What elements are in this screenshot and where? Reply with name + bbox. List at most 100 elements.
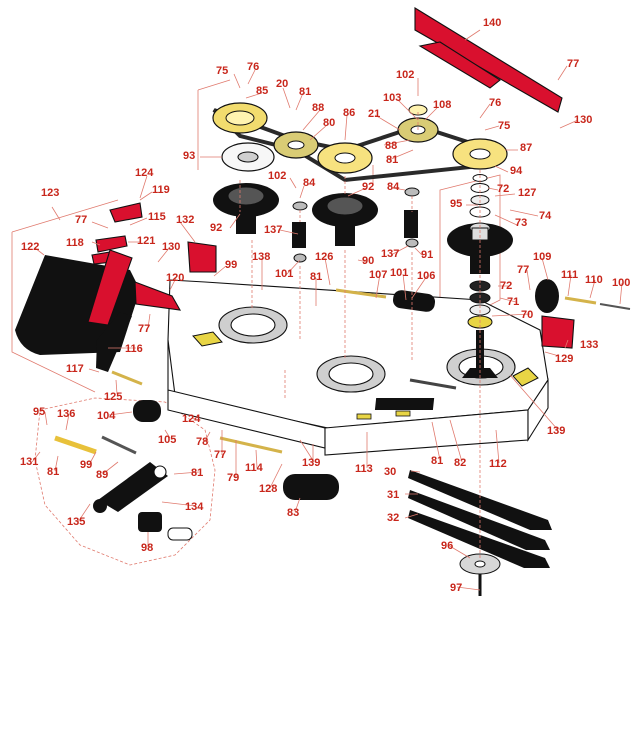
rollers <box>133 279 559 500</box>
mower-blades <box>408 470 552 568</box>
callout-label: 107 <box>369 269 387 281</box>
callout-label: 102 <box>268 170 286 182</box>
callout-label: 134 <box>185 501 204 513</box>
deck-top-bracket <box>414 7 563 113</box>
callout-label: 87 <box>520 142 532 154</box>
callout-label: 88 <box>385 140 397 152</box>
blade-hub <box>459 553 501 596</box>
callout-label: 123 <box>41 187 59 199</box>
callout-label: 81 <box>310 271 322 283</box>
callout-label: 133 <box>580 339 598 351</box>
callout-label: 136 <box>57 408 75 420</box>
callout-label: 125 <box>104 391 122 403</box>
callout-label: 77 <box>214 449 226 461</box>
callout-label: 73 <box>515 217 527 229</box>
callout-label: 77 <box>567 58 579 70</box>
callout-label: 70 <box>521 309 533 321</box>
callout-label: 97 <box>450 582 462 594</box>
pulley-center <box>317 142 373 174</box>
callout-label: 121 <box>137 235 155 247</box>
callout-label: 31 <box>387 489 399 501</box>
callout-label: 101 <box>390 267 408 279</box>
callout-label: 84 <box>303 177 316 189</box>
callout-label: 21 <box>368 108 380 120</box>
callout-label: 111 <box>561 269 578 281</box>
callout-label: 101 <box>275 268 293 280</box>
callout-label: 88 <box>312 102 324 114</box>
callout-label: 108 <box>433 99 451 111</box>
callout-label: 83 <box>287 507 299 519</box>
callout-label: 90 <box>362 255 374 267</box>
callout-label: 118 <box>66 237 84 249</box>
callout-label: 72 <box>497 183 509 195</box>
idler-springs <box>292 187 420 263</box>
callout-label: 139 <box>547 425 565 437</box>
callout-label: 86 <box>343 107 355 119</box>
callout-label: 81 <box>47 466 59 478</box>
callout-label: 137 <box>381 248 399 260</box>
callout-label: 115 <box>148 211 166 223</box>
callout-label: 116 <box>125 343 143 355</box>
callout-label: 131 <box>20 456 38 468</box>
callout-label: 77 <box>517 264 529 276</box>
callout-label: 124 <box>135 167 154 179</box>
callout-label: 130 <box>574 114 592 126</box>
callout-label: 20 <box>276 78 288 90</box>
callout-label: 110 <box>585 274 603 286</box>
callout-label: 100 <box>612 277 630 289</box>
callout-label: 119 <box>152 184 170 196</box>
callout-label: 71 <box>507 296 519 308</box>
callout-label: 129 <box>555 353 573 365</box>
callout-label: 93 <box>183 150 195 162</box>
callout-label: 99 <box>225 259 237 271</box>
callout-label: 122 <box>21 241 39 253</box>
callout-label: 78 <box>196 436 208 448</box>
callout-label: 82 <box>454 457 466 469</box>
callout-label: 130 <box>162 241 180 253</box>
callout-label: 94 <box>510 165 523 177</box>
pulley-left <box>212 102 275 172</box>
callout-label: 74 <box>539 210 552 222</box>
callout-label: 95 <box>450 198 462 210</box>
callout-label: 89 <box>96 469 108 481</box>
callout-label: 137 <box>264 224 282 236</box>
callout-label: 102 <box>396 69 414 81</box>
callout-label: 85 <box>256 85 268 97</box>
callout-label: 77 <box>75 214 87 226</box>
callout-label: 104 <box>97 410 116 422</box>
idler-pulley-left <box>273 131 319 159</box>
callout-label: 103 <box>383 92 401 104</box>
callout-label: 84 <box>387 181 400 193</box>
callout-label: 140 <box>483 17 501 29</box>
callout-label: 127 <box>518 187 536 199</box>
callout-label: 117 <box>66 363 84 375</box>
callout-label: 114 <box>245 462 264 474</box>
callout-label: 76 <box>247 61 259 73</box>
left-red-brackets <box>87 202 575 372</box>
callout-label: 76 <box>489 97 501 109</box>
callout-label: 128 <box>259 483 277 495</box>
leader-lines <box>31 29 623 591</box>
callout-label: 79 <box>227 472 239 484</box>
callout-label: 91 <box>421 249 433 261</box>
callout-label: 80 <box>323 117 335 129</box>
callout-label: 77 <box>138 323 150 335</box>
spindle-center <box>312 193 378 246</box>
callout-label: 72 <box>500 280 512 292</box>
callout-label: 92 <box>210 222 222 234</box>
anti-scalp-arm <box>54 435 193 541</box>
callout-label: 139 <box>302 457 320 469</box>
callout-label: 92 <box>362 181 374 193</box>
callout-label: 81 <box>299 86 311 98</box>
callout-label: 30 <box>384 466 396 478</box>
callout-label: 81 <box>431 455 443 467</box>
pulley-right <box>452 138 508 170</box>
callout-label: 32 <box>387 512 399 524</box>
rods-and-bolts <box>101 288 631 455</box>
dashed-group-outlines <box>11 79 501 566</box>
callout-label: 135 <box>67 516 85 528</box>
callout-label: 81 <box>191 467 203 479</box>
callout-label: 138 <box>252 251 270 263</box>
callout-label: 95 <box>33 406 45 418</box>
